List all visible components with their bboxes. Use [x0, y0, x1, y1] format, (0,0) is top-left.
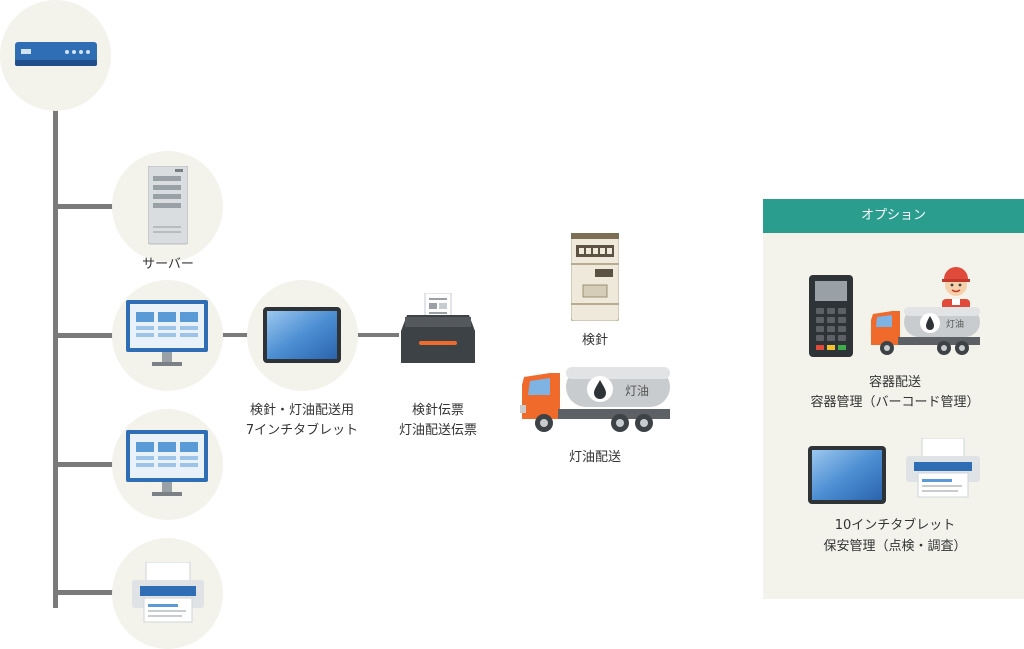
printer-label-line1: 検針伝票	[411, 403, 464, 418]
receipt-printer-icon	[401, 293, 475, 363]
truck-label: 灯油配送	[568, 450, 621, 465]
branch-line-server	[53, 204, 113, 209]
option-group1-line2: 容器管理（バーコード管理）	[810, 395, 980, 410]
tank-text: 灯油	[625, 384, 649, 398]
monitor-icon	[126, 430, 208, 496]
meter-icon	[571, 233, 619, 321]
option-printer-icon	[906, 438, 980, 498]
option-group2-line1: 10インチタブレット	[834, 518, 956, 533]
rack-server-icon	[15, 42, 97, 66]
branch-line-printer	[53, 590, 113, 595]
option-tank-text: 灯油	[946, 318, 964, 330]
monitor-icon	[126, 300, 208, 366]
option-tank-truck-icon: 灯油	[871, 307, 980, 355]
option-group1-line1: 容器配送	[868, 375, 921, 390]
connector-tablet-printer	[357, 333, 399, 337]
tablet-label-line2: 7インチタブレット	[245, 423, 359, 438]
option-panel: オプション	[763, 199, 1024, 599]
option-header: オプション	[763, 199, 1024, 233]
branch-line-pc1	[53, 333, 113, 338]
tank-truck-icon: 灯油	[520, 367, 670, 432]
option-group2-line2: 保安管理（点検・調査）	[823, 539, 967, 554]
large-tablet-icon	[808, 446, 886, 504]
printer-label-line2: 灯油配送伝票	[398, 423, 477, 438]
meter-label: 検針	[581, 333, 608, 348]
handheld-scanner-icon	[809, 275, 853, 357]
branch-line-pc2	[53, 462, 113, 467]
printer-icon	[132, 562, 204, 623]
tablet-label-line1: 検針・灯油配送用	[249, 403, 354, 418]
server-label: サーバー	[142, 257, 194, 272]
connector-pc-tablet	[222, 333, 250, 337]
trunk-line	[53, 108, 58, 608]
tower-server-icon	[148, 166, 188, 245]
tablet-icon	[263, 307, 341, 363]
